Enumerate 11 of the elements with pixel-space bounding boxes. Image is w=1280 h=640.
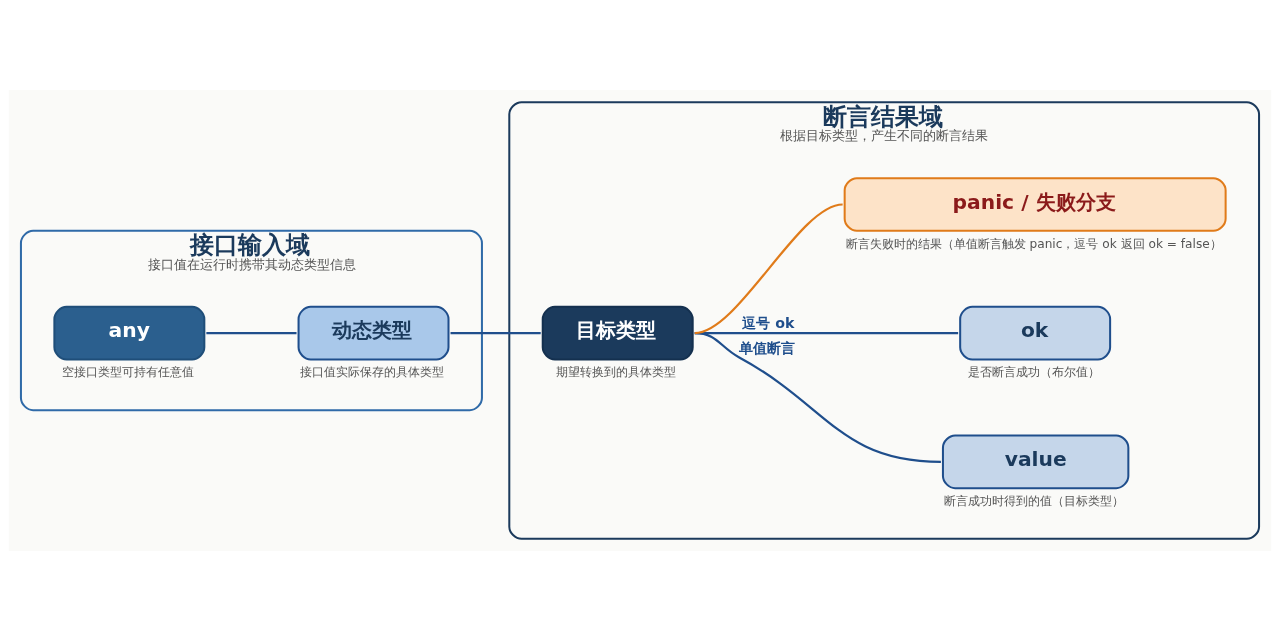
- edge-label: 逗号 ok: [742, 314, 795, 331]
- node-label: 接口值实际保存的具体类型: [300, 364, 445, 379]
- connector: [694, 202, 843, 334]
- node-label: 断言成功时得到的值（目标类型）: [943, 493, 1124, 508]
- node-label: 空接口类型可持有任意值: [61, 364, 194, 379]
- node-label: 是否断言成功（布尔值）: [967, 364, 1100, 379]
- connector: [206, 331, 297, 334]
- node-label: 断言失败时的结果（单值断言触发 panic，逗号 ok 返回 ok = false）: [845, 236, 1222, 251]
- edge-label: 单值断言: [739, 339, 796, 356]
- node-label: 期望转换到的具体类型: [556, 364, 677, 379]
- connector: [450, 331, 541, 334]
